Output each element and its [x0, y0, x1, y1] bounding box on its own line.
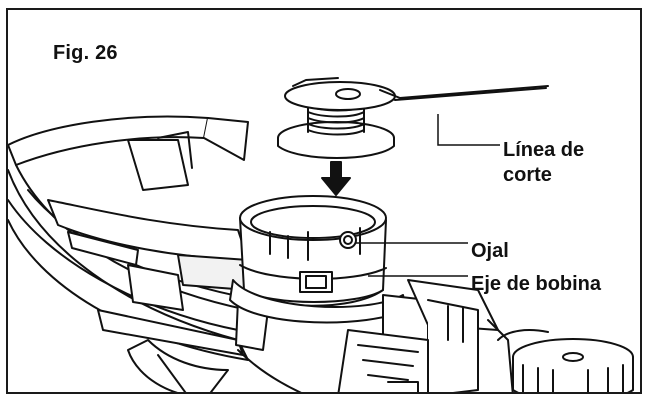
cutting-line-label-line1: Línea de: [503, 139, 585, 161]
insert-arrow: [321, 161, 351, 196]
motor-housing: [337, 279, 514, 392]
spare-spool: [497, 329, 634, 392]
handle: [127, 339, 302, 392]
spool-shaft-drawing: [229, 195, 407, 324]
spool-shaft-label: Eje de bobina: [471, 273, 602, 295]
callout-leaders: [356, 114, 500, 277]
eyelet-label: Ojal: [471, 240, 509, 262]
cutting-line-leader: [437, 114, 500, 146]
figure-frame: Fig. 26 Línea de corte Ojal Eje de bobin…: [6, 8, 642, 394]
cutting-line-label-line2: corte: [503, 164, 552, 186]
trimmer-spool-illustration: [8, 77, 634, 392]
housing-body: [47, 199, 269, 356]
cutting-line-spool: [277, 77, 549, 159]
cutting-line-label: Línea de corte: [503, 138, 584, 188]
figure-title: Fig. 26: [53, 42, 118, 64]
